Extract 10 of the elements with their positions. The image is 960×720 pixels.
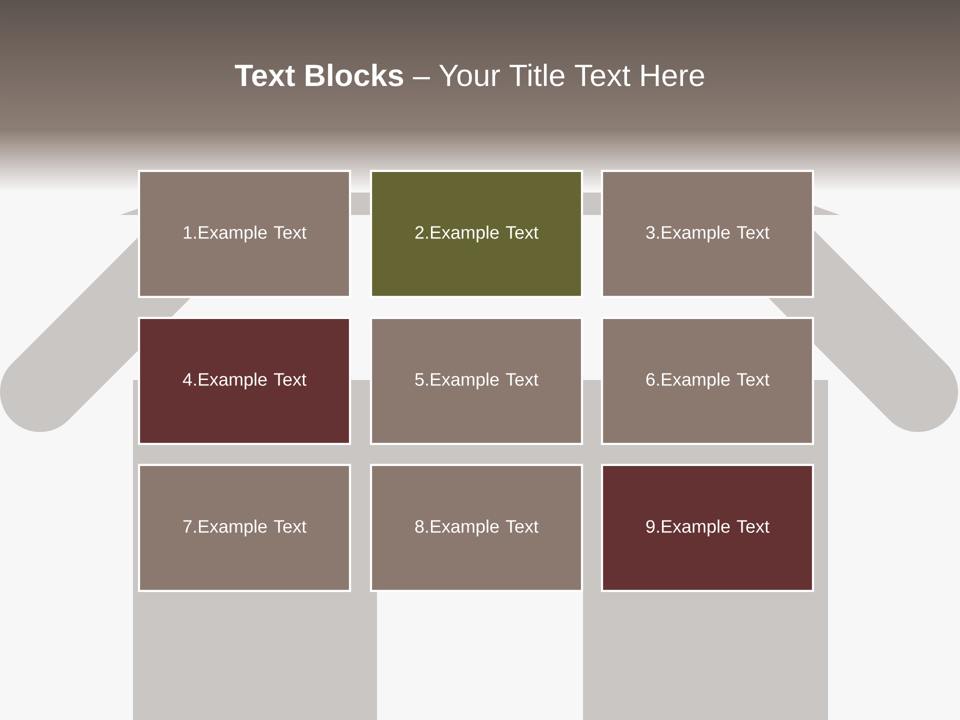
text-block: 6.Example Text (600, 316, 814, 446)
title: Text Blocks – Your Title Text Here (234, 64, 704, 86)
text-block: 2.Example Text (370, 170, 584, 298)
text-block: 1.Example Text (138, 170, 352, 298)
text-block: 3.Example Text (600, 170, 814, 298)
text-block: 8.Example Text (370, 464, 584, 592)
text-block: 7.Example Text (138, 464, 352, 592)
text-block: 4.Example Text (138, 316, 352, 446)
text-block: 5.Example Text (370, 316, 584, 446)
text-block: 9.Example Text (600, 464, 814, 592)
